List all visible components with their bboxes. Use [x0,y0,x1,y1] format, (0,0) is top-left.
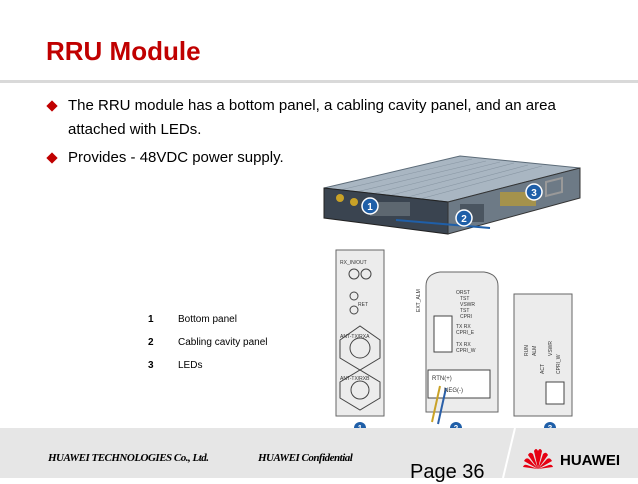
legend-number: 2 [148,337,154,348]
tst-label: TST [460,296,469,302]
bullet-list: The RRU module has a bottom panel, a cab… [46,94,568,174]
legend-label: Bottom panel [178,314,237,325]
legend-label: Cabling cavity panel [178,337,268,348]
cpri-e-label: CPRI_E [456,330,475,336]
legend-row: 2 Cabling cavity panel [148,337,268,360]
slide-title: RRU Module [46,36,201,66]
ret-label: RET [358,302,368,308]
panel-views-illustration: RX_IN/OUT RET ANT-TX/RXA ANT-TX/RXB ORST… [335,249,573,434]
vswr-label: VSWR [460,302,475,308]
led-label: ALM [532,346,538,356]
neg-label: NEG(-) [444,388,463,394]
led-panel-view: RUN ALM ACT VSWR CPRI_W [513,293,573,417]
led-label: RUN [524,345,530,356]
diamond-bullet-icon [46,100,58,112]
diamond-bullet-icon [46,152,58,164]
bullet-item: Provides - 48VDC power supply. [46,146,568,170]
confidential-label: HUAWEI Confidential [258,452,353,464]
huawei-logo-text: HUAWEI [560,452,620,469]
bottom-panel-view: RX_IN/OUT RET ANT-TX/RXA ANT-TX/RXB [335,249,385,417]
bullet-text: Provides - 48VDC power supply. [68,149,284,166]
ant-txrxb-label: ANT-TX/RXB [340,376,370,382]
tx-rx-label: TX RX [456,324,471,330]
led-label: CPRI_W [556,354,562,374]
legend-number: 1 [148,314,154,325]
tst-label: TST [460,308,469,314]
led-label: VSWR [548,341,554,356]
bullet-text: The RRU module has a bottom panel, a cab… [68,97,556,138]
bullet-item: The RRU module has a bottom panel, a cab… [46,94,568,142]
rtn-label: RTN(+) [432,376,452,382]
footer-slash-decoration [502,428,516,478]
rx-in-out-label: RX_IN/OUT [340,260,367,266]
company-name: HUAWEI TECHNOLOGIES Co., Ltd. [48,452,209,464]
ant-txrxa-label: ANT-TX/RXA [340,334,370,340]
legend-number: 3 [148,360,154,371]
device-callout-1: 1 [367,202,373,213]
callout-legend: 1 Bottom panel 2 Cabling cavity panel 3 … [148,314,268,383]
cpri-label: CPRI [460,314,472,320]
huawei-logo-icon [523,449,553,469]
rru-device-illustration: 1 2 3 [323,155,581,235]
orst-label: ORST [456,290,470,296]
legend-row: 1 Bottom panel [148,314,268,337]
cabling-cavity-panel-view: ORST TST VSWR TST CPRI TX RX CPRI_E TX R… [416,271,499,425]
cpri-w-label: CPRI_W [456,348,476,354]
tx-rx-label: TX RX [456,342,471,348]
legend-label: LEDs [178,360,203,371]
ext-alm-label: EXT_ALM [416,289,422,312]
device-callout-2: 2 [461,214,467,225]
legend-row: 3 LEDs [148,360,268,383]
device-callout-3: 3 [531,188,537,199]
title-divider [0,80,638,83]
led-label: ACT [540,364,546,374]
page-number: Page 36 [410,461,485,483]
